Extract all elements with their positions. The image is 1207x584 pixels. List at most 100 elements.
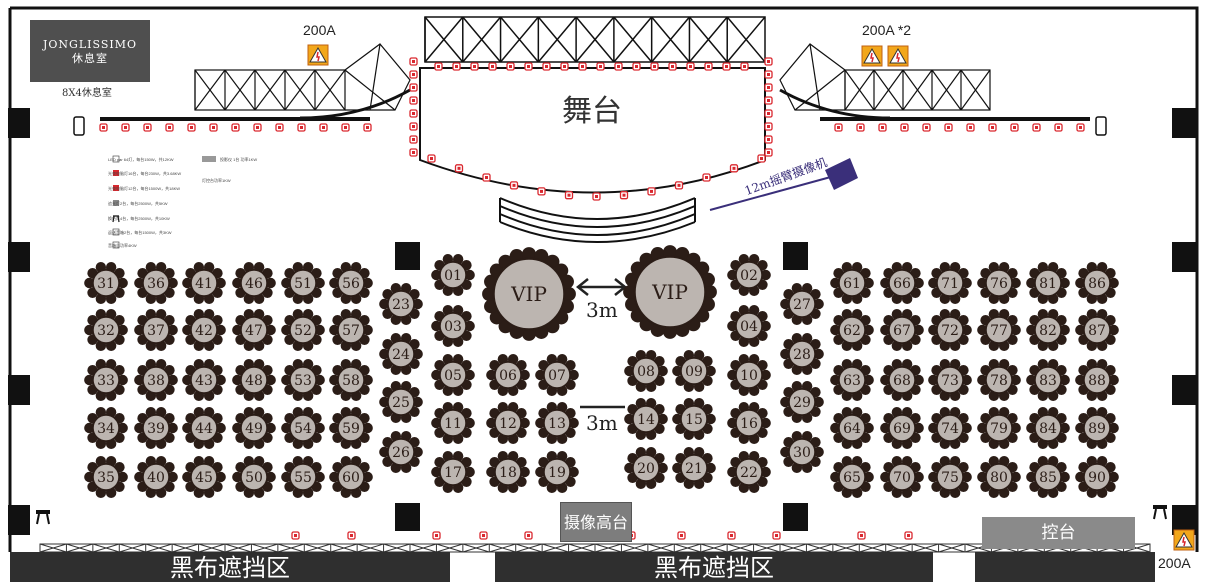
table: 31: [84, 261, 128, 305]
table: 44: [182, 406, 226, 450]
table-number: 10: [740, 368, 758, 384]
chair: [663, 324, 677, 339]
table-top: [788, 340, 816, 368]
lamp-icon: [1054, 123, 1063, 132]
table: 47: [232, 308, 276, 352]
hall-walls: [8, 6, 1199, 552]
table: 76: [977, 261, 1021, 305]
table: 67: [880, 308, 924, 352]
table: 82: [1026, 308, 1070, 352]
table: 35: [84, 455, 128, 499]
lamp-icon: [1010, 123, 1019, 132]
table: VIP: [623, 245, 717, 339]
table-number: 35: [97, 470, 115, 486]
lamp-icon: [409, 57, 418, 66]
table: 55: [281, 455, 325, 499]
table-number: 80: [990, 470, 1008, 486]
lamp-icon: [704, 62, 713, 71]
table: 48: [232, 358, 276, 402]
table-number: 57: [342, 323, 360, 339]
lamp-icon: [434, 62, 443, 71]
warning-icon: [887, 45, 909, 67]
table-number: 16: [740, 416, 758, 432]
table-number: 54: [294, 421, 312, 437]
lamp-icon: [524, 531, 533, 540]
table-top: [680, 405, 708, 433]
table: 86: [1075, 261, 1119, 305]
table-top: [632, 454, 660, 482]
lamp-icon: [757, 154, 766, 163]
table-number: 55: [294, 470, 312, 486]
lamp-icon: [482, 173, 491, 182]
table-top: [494, 458, 522, 486]
table-number: VIP: [651, 280, 688, 304]
table-number: 41: [195, 276, 213, 292]
table: 68: [880, 358, 924, 402]
table: 17: [431, 450, 475, 494]
lamp-icon: [686, 62, 695, 71]
table-number: 64: [843, 421, 861, 437]
table-top: [888, 316, 916, 344]
table-top: [439, 361, 467, 389]
table: 81: [1026, 261, 1070, 305]
table-top: [92, 463, 120, 491]
table-number: 59: [342, 421, 360, 437]
table-top: [788, 438, 816, 466]
lamp-icon: [650, 62, 659, 71]
table-number: 62: [843, 323, 861, 339]
table-number: 48: [245, 373, 263, 389]
control-desk: 控台: [982, 517, 1135, 549]
table: 63: [830, 358, 874, 402]
table: 42: [182, 308, 226, 352]
table-top: [387, 388, 415, 416]
power-label-left: 200A: [303, 22, 336, 38]
lamp-icon: [409, 148, 418, 157]
lamp-icon: [764, 70, 773, 79]
table-number: 81: [1039, 276, 1057, 292]
table: 75: [928, 455, 972, 499]
table-number: 09: [685, 364, 703, 380]
table-top: [142, 366, 170, 394]
table: 23: [379, 282, 423, 326]
table: 84: [1026, 406, 1070, 450]
legend-item: 投影仪 1台 功率1KW: [220, 157, 258, 162]
table: 69: [880, 406, 924, 450]
lamp-icon: [764, 109, 773, 118]
table-number: 28: [793, 347, 811, 363]
table-top: [439, 312, 467, 340]
table: 07: [535, 353, 579, 397]
lamp-icon: [363, 123, 372, 132]
table: 01: [431, 253, 475, 297]
legend-item: 换色灯4台，每台2500W，共10KW: [108, 216, 170, 221]
warning-icon: [307, 44, 329, 66]
chair: [702, 285, 717, 299]
table: 43: [182, 358, 226, 402]
table-top: [936, 316, 964, 344]
chair: [522, 247, 536, 262]
table-number: 58: [342, 373, 360, 389]
lamp-icon: [509, 181, 519, 190]
table-number: 61: [843, 276, 861, 292]
legend-item: LED par 64灯，每台150W，共12KW: [108, 157, 174, 162]
followspot-icons: [36, 505, 1167, 525]
table-number: 53: [294, 373, 312, 389]
table-number: 89: [1088, 421, 1106, 437]
table-top: [337, 316, 365, 344]
lamp-icon: [772, 531, 781, 540]
table-number: 08: [637, 364, 655, 380]
table: 60: [329, 455, 373, 499]
table-number: 50: [245, 470, 263, 486]
table-top: [543, 409, 571, 437]
table: 74: [928, 406, 972, 450]
table: 28: [780, 332, 824, 376]
table-top: [190, 366, 218, 394]
table-top: [735, 312, 763, 340]
camera-crane: [709, 158, 858, 211]
table-top: [735, 409, 763, 437]
table-top: [735, 361, 763, 389]
table-number: 04: [740, 319, 758, 335]
lamp-icon: [542, 62, 551, 71]
legend-item: 灯控台功率1KW: [202, 178, 231, 183]
